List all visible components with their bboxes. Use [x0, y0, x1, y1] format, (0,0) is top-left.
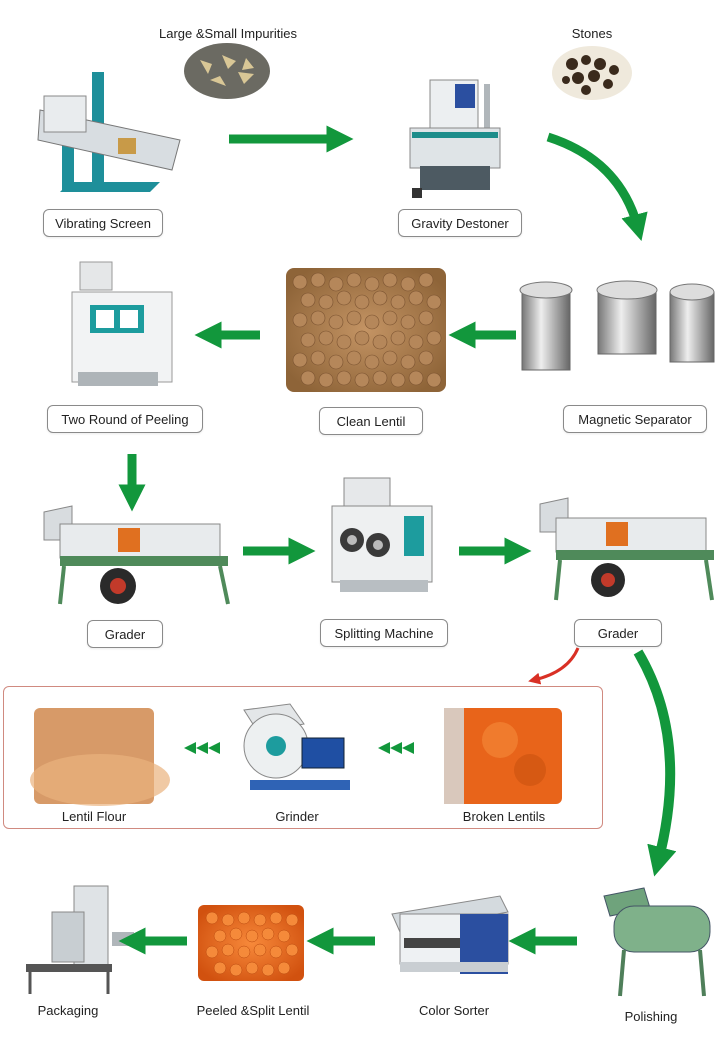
broken-lentils-processing-frame [3, 686, 603, 829]
clean-lentil-label: Clean Lentil [319, 407, 423, 435]
vibrating-screen-label: Vibrating Screen [43, 209, 163, 237]
impurities-photo [184, 43, 270, 99]
grader-right-machine [539, 497, 714, 601]
peeling-machine [71, 261, 173, 386]
grader-left-label: Grader [87, 620, 163, 648]
grinder-machine [243, 703, 350, 790]
broken-lentils-photo [444, 708, 562, 804]
chevron-arrows-grinder-to-flour [184, 742, 220, 754]
clean-lentil-photo [286, 268, 446, 392]
magnetic-separator-label: Magnetic Separator [563, 405, 707, 433]
gravity-destoner-machine [409, 79, 501, 198]
stones-photo [552, 46, 632, 100]
peeling-label: Two Round of Peeling [47, 405, 203, 433]
magnetic-separator-machines [519, 280, 715, 371]
grinder-label: Grinder [275, 809, 319, 824]
chevron-arrows-broken-to-grinder [378, 742, 414, 754]
vibrating-screen-machine [37, 72, 181, 192]
packaging-label: Packaging [37, 1003, 99, 1018]
polishing-label: Polishing [624, 1009, 678, 1024]
arrow-grader-to-broken [528, 647, 580, 685]
lentil-flour-label: Lentil Flour [61, 809, 127, 824]
peeled-split-lentil-label: Peeled &Split Lentil [196, 1003, 310, 1018]
splitting-machine [331, 477, 433, 592]
color-sorter-label: Color Sorter [418, 1003, 490, 1018]
broken-lentils-label: Broken Lentils [462, 809, 546, 824]
splitting-machine-label: Splitting Machine [320, 619, 448, 647]
polishing-machine [603, 887, 711, 997]
arrow-destoner-to-magnetic [546, 132, 648, 242]
color-sorter-machine [391, 895, 509, 974]
arrow-grader-to-polishing [633, 649, 677, 877]
impurities-label: Large &Small Impurities [159, 26, 297, 41]
packaging-machine [26, 885, 134, 994]
lentil-flour-photo [30, 708, 170, 806]
gravity-destoner-label: Gravity Destoner [398, 209, 522, 237]
grader-right-label: Grader [574, 619, 662, 647]
peeled-split-lentil-photo [198, 905, 304, 981]
stones-label: Stones [571, 26, 613, 41]
grader-left-machine [43, 505, 230, 605]
